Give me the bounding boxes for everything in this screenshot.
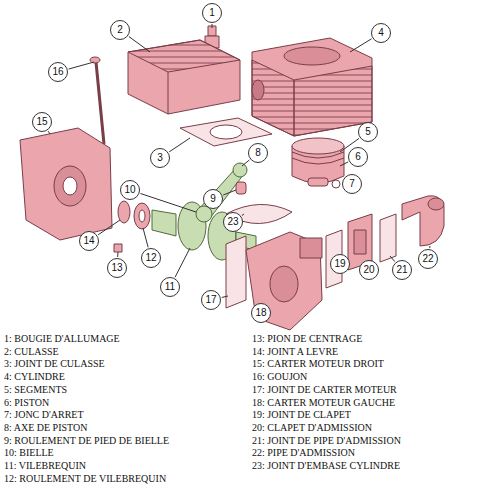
callout-circle: 13 [107, 258, 127, 278]
callout-circle: 21 [392, 260, 412, 280]
callout-circle: 10 [120, 180, 140, 200]
legend-entry: 16: GOUJON [252, 371, 307, 383]
callout-number: 17 [205, 295, 216, 305]
legend-entry: 13: PION DE CENTRAGE [252, 333, 362, 345]
callout-circle: 2 [110, 20, 130, 40]
leader-line [242, 160, 249, 166]
callout-number: 6 [355, 152, 361, 162]
callout-circle: 1 [202, 3, 222, 23]
callout-circle: 6 [348, 147, 368, 167]
callout-circle: 3 [150, 148, 170, 168]
callout-circle: 7 [342, 174, 362, 194]
callout-circle: 19 [330, 254, 350, 274]
callout-circle: 15 [32, 112, 52, 132]
leader-line [117, 252, 118, 257]
legend-entry: 12: ROULEMENT DE VILEBREQUIN [4, 473, 166, 485]
leader-line [222, 296, 228, 297]
callout-circle: 14 [79, 231, 99, 251]
legend-entry: 22: PIPE D'ADMISSION [252, 447, 355, 459]
legend-entry: 10: BIELLE [4, 447, 54, 459]
leader-line [429, 246, 430, 248]
leader-line [140, 193, 196, 212]
callout-number: 20 [363, 265, 374, 275]
leader-line [340, 162, 348, 166]
callout-number: 5 [365, 127, 371, 137]
legend-entry: 6: PISTON [4, 397, 49, 409]
legend-entry: 19: JOINT DE CLAPET [252, 409, 351, 421]
callout-circle: 17 [201, 290, 221, 310]
callout-number: 3 [157, 153, 163, 163]
legend-entry: 14: JOINT A LEVRE [252, 346, 338, 358]
callout-circle: 22 [418, 249, 438, 269]
leader-line [98, 220, 120, 235]
callout-number: 13 [111, 263, 122, 273]
callout-number: 15 [36, 117, 47, 127]
legend-entry: 17: JOINT DE CARTER MOTEUR [252, 384, 397, 396]
leader-line [69, 62, 94, 69]
callout-number: 11 [165, 282, 175, 292]
callout-number: 12 [145, 253, 156, 263]
leader-line [212, 24, 213, 28]
callout-number: 7 [349, 179, 355, 189]
legend-entry: 18: CARTER MOTEUR GAUCHE [252, 397, 395, 409]
leader-line [390, 256, 395, 262]
legend-entry: 3: JOINT DE CULASSE [4, 358, 105, 370]
callout-circle: 4 [371, 23, 391, 43]
callout-number: 19 [334, 259, 345, 269]
legend-entry: 8: AXE DE PISTON [4, 422, 87, 434]
callout-number: 9 [210, 194, 216, 204]
callout-circle: 5 [358, 122, 378, 142]
callout-number: 23 [227, 217, 238, 227]
callout-circle: 16 [48, 62, 68, 82]
callout-circle: 11 [160, 277, 180, 297]
callout-circle: 20 [359, 260, 379, 280]
legend-entry: 9: ROULEMENT DE PIED DE BIELLE [4, 435, 169, 447]
legend-entry: 1: BOUGIE D'ALLUMAGE [4, 333, 120, 345]
legend-entry: 15: CARTER MOTEUR DROIT [252, 358, 384, 370]
legend-entry: 23: JOINT D'EMBASE CYLINDRE [252, 460, 400, 472]
callout-number: 4 [378, 28, 384, 38]
leader-line [350, 39, 372, 52]
leader-line [129, 37, 150, 52]
leader-line [143, 228, 148, 247]
callout-number: 16 [52, 67, 63, 77]
callout-number: 1 [209, 8, 215, 18]
legend-entry: 2: CULASSE [4, 346, 59, 358]
legend-entry: 5: SEGMENTS [4, 384, 67, 396]
callout-circle: 9 [203, 189, 223, 209]
callout-number: 10 [124, 185, 135, 195]
legend-entry: 11: VILEBREQUIN [4, 460, 86, 472]
callout-number: 21 [396, 265, 407, 275]
legend-entry: 4: CYLINDRE [4, 371, 65, 383]
callout-number: 22 [422, 254, 433, 264]
legend-entry: 20: CLAPET D'ADMISSION [252, 422, 372, 434]
callout-circle: 23 [223, 212, 243, 232]
callout-circle: 8 [248, 143, 268, 163]
leader-line [48, 131, 50, 134]
callout-number: 2 [117, 25, 123, 35]
leader-line [169, 138, 190, 152]
leader-line [175, 248, 190, 277]
callout-number: 14 [83, 236, 94, 246]
callout-number: 18 [255, 308, 266, 318]
legend-entry: 7: JONC D'ARRET [4, 409, 84, 421]
callout-number: 8 [255, 148, 261, 158]
leader-line [223, 190, 236, 195]
callout-circle: 12 [141, 248, 161, 268]
leader-line [242, 214, 244, 216]
callout-circle: 18 [251, 303, 271, 323]
legend-entry: 21: JOINT DE PIPE D'ADMISSION [252, 435, 401, 447]
